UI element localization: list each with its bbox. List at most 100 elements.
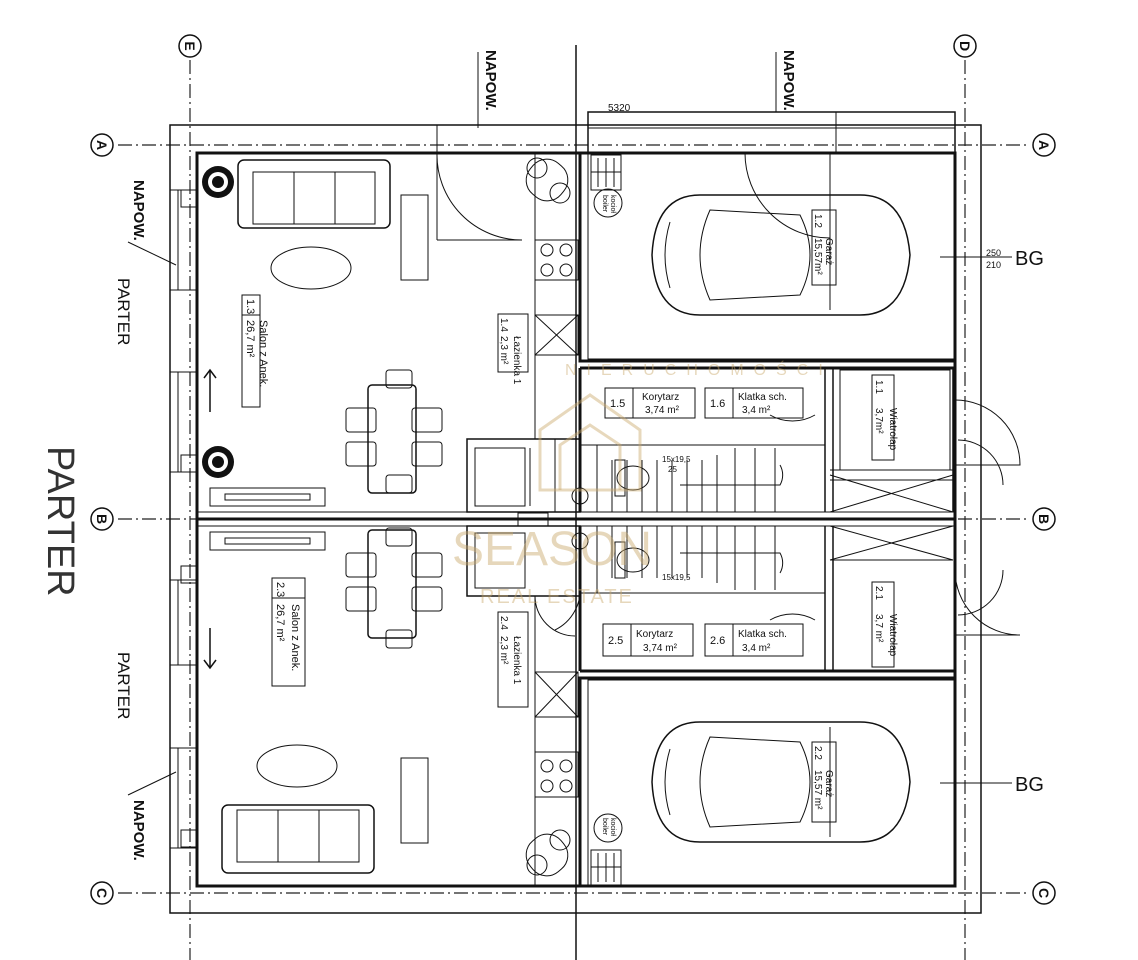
- stair-dim-upper: 15x19,5: [662, 455, 691, 464]
- dining-table-upper: [345, 369, 443, 494]
- svg-text:Wiatrołap: Wiatrołap: [887, 408, 898, 451]
- svg-text:2.5: 2.5: [608, 635, 623, 647]
- room-label-2-4: 2.4 Łazienka 1 2,3 m²: [497, 611, 529, 708]
- dimension-width: 5320: [608, 103, 631, 114]
- building-outline: [169, 111, 982, 914]
- svg-text:15,57m²: 15,57m²: [812, 238, 823, 275]
- room-label-1-4: 1.4 Łazienka 1 2,3 m²: [497, 313, 529, 385]
- svg-text:2.6: 2.6: [710, 635, 725, 647]
- svg-text:Łazienka 1: Łazienka 1: [511, 636, 522, 685]
- svg-text:BG: BG: [1015, 248, 1044, 270]
- svg-text:boiler: boiler: [601, 195, 608, 213]
- room-label-2-2: 2.2 Garaż 15,57 m²: [811, 741, 837, 823]
- coffee-table-lower: [256, 744, 338, 788]
- grid-bubble-b-left: B: [90, 507, 114, 531]
- napow-label-top-2: NAPOW.: [775, 50, 797, 112]
- svg-text:C: C: [94, 888, 110, 898]
- parter-label-bottom: PARTER: [114, 652, 133, 719]
- room-label-1-2: 1.2 Garaż 15,57m²: [811, 209, 837, 286]
- svg-text:D: D: [957, 41, 973, 51]
- svg-text:2.3: 2.3: [274, 582, 286, 597]
- svg-text:NAPOW.: NAPOW.: [130, 800, 147, 861]
- grid-bubble-a-right: A: [1032, 133, 1056, 157]
- bg-label-top: BG 250 210: [940, 248, 1044, 270]
- svg-text:Korytarz: Korytarz: [636, 629, 673, 640]
- svg-text:Klatka sch.: Klatka sch.: [738, 392, 787, 403]
- toilets: [517, 459, 650, 579]
- svg-text:1.3: 1.3: [244, 299, 256, 314]
- svg-text:3,74 m²: 3,74 m²: [645, 405, 680, 416]
- plant-bottom: [202, 446, 234, 478]
- svg-text:26,7 m²: 26,7 m²: [274, 604, 286, 642]
- svg-text:2.1: 2.1: [873, 586, 884, 600]
- svg-text:Łazienka 1: Łazienka 1: [511, 336, 522, 385]
- napow-label-left-bottom: NAPOW.: [127, 771, 177, 861]
- boiler-lower: boiler kocioł: [525, 813, 623, 877]
- plant-top: [202, 166, 234, 198]
- svg-text:3,4 m²: 3,4 m²: [742, 405, 771, 416]
- svg-text:B: B: [94, 514, 110, 524]
- grid-axes: [118, 45, 1030, 960]
- svg-text:boiler: boiler: [601, 818, 608, 836]
- boiler-upper: boiler kocioł: [525, 157, 623, 218]
- watermark-subtitle: REAL ESTATE: [480, 586, 634, 608]
- room-label-2-1: 2.1 Wiatrołap 3,7 m²: [871, 581, 898, 668]
- west-windows: [169, 189, 198, 849]
- entry-arrow-lower: [203, 628, 217, 670]
- svg-text:A: A: [94, 140, 110, 150]
- svg-text:Klatka sch.: Klatka sch.: [738, 629, 787, 640]
- svg-text:3,7 m²: 3,7 m²: [873, 614, 884, 643]
- svg-text:3,4 m²: 3,4 m²: [742, 643, 771, 654]
- room-label-1-3: 1.3 Salon z Anek. 26,7 m²: [241, 294, 269, 408]
- svg-text:Korytarz: Korytarz: [642, 392, 679, 403]
- svg-text:2.4: 2.4: [498, 616, 509, 630]
- room-label-2-5: 2.5 Korytarz 3,74 m²: [602, 623, 694, 657]
- stair-dim-lower: 15x19,5: [662, 573, 691, 582]
- room-label-1-6: 1.6 Klatka sch. 3,4 m²: [704, 387, 804, 419]
- upper-unit-walls: [209, 151, 957, 513]
- svg-text:2.2: 2.2: [812, 746, 823, 760]
- dining-table-lower: [345, 527, 443, 649]
- grid-bubble-b-right: B: [1032, 507, 1056, 531]
- room-label-1-5: 1.5 Korytarz 3,74 m²: [604, 387, 696, 419]
- dim-bg-top: 250: [986, 248, 1001, 258]
- svg-text:1.4: 1.4: [498, 318, 509, 332]
- svg-text:NAPOW.: NAPOW.: [130, 180, 147, 241]
- svg-text:B: B: [1036, 514, 1052, 524]
- svg-text:Wiatrołap: Wiatrołap: [887, 614, 898, 657]
- grid-bubble-e: E: [178, 34, 202, 58]
- svg-text:15,57 m²: 15,57 m²: [812, 770, 823, 810]
- svg-text:3,7m²: 3,7m²: [873, 408, 884, 434]
- stairs-lower: [579, 525, 826, 594]
- grid-bubble-c-right: C: [1032, 881, 1056, 905]
- svg-text:1.1: 1.1: [873, 380, 884, 394]
- svg-text:1.5: 1.5: [610, 398, 625, 410]
- svg-text:E: E: [182, 41, 198, 50]
- watermark-brand: SEASON: [452, 523, 652, 576]
- parter-label-large: PARTER: [39, 446, 81, 597]
- svg-text:Salon z Anek.: Salon z Anek.: [289, 604, 301, 671]
- svg-text:26,7 m²: 26,7 m²: [244, 320, 256, 358]
- napow-label-left-top: NAPOW.: [127, 180, 177, 266]
- svg-text:A: A: [1036, 140, 1052, 150]
- svg-text:Garaż: Garaż: [823, 770, 834, 797]
- svg-text:2,3 m²: 2,3 m²: [498, 336, 509, 365]
- parter-label-top: PARTER: [114, 278, 133, 345]
- napow-label-top-1: NAPOW.: [477, 50, 499, 128]
- svg-text:BG: BG: [1015, 774, 1044, 796]
- svg-text:NAPOW.: NAPOW.: [482, 50, 499, 111]
- coffee-table-upper: [270, 246, 352, 290]
- sofa-upper: [237, 159, 391, 229]
- car-lower: [651, 721, 911, 843]
- room-label-2-6: 2.6 Klatka sch. 3,4 m²: [704, 623, 804, 657]
- watermark-arc-text: NIERUCHOMOŚCI: [565, 360, 833, 379]
- bg-label-bottom: BG: [940, 774, 1044, 796]
- grid-bubble-a-left: A: [90, 133, 114, 157]
- grid-bubble-c-left: C: [90, 881, 114, 905]
- stairs-upper: [579, 444, 826, 513]
- sofa-lower: [221, 804, 375, 874]
- svg-text:2,3 m²: 2,3 m²: [498, 636, 509, 665]
- entry-arrow-upper: [203, 368, 217, 412]
- svg-text:1.2: 1.2: [812, 214, 823, 228]
- svg-text:Garaż: Garaż: [823, 238, 834, 265]
